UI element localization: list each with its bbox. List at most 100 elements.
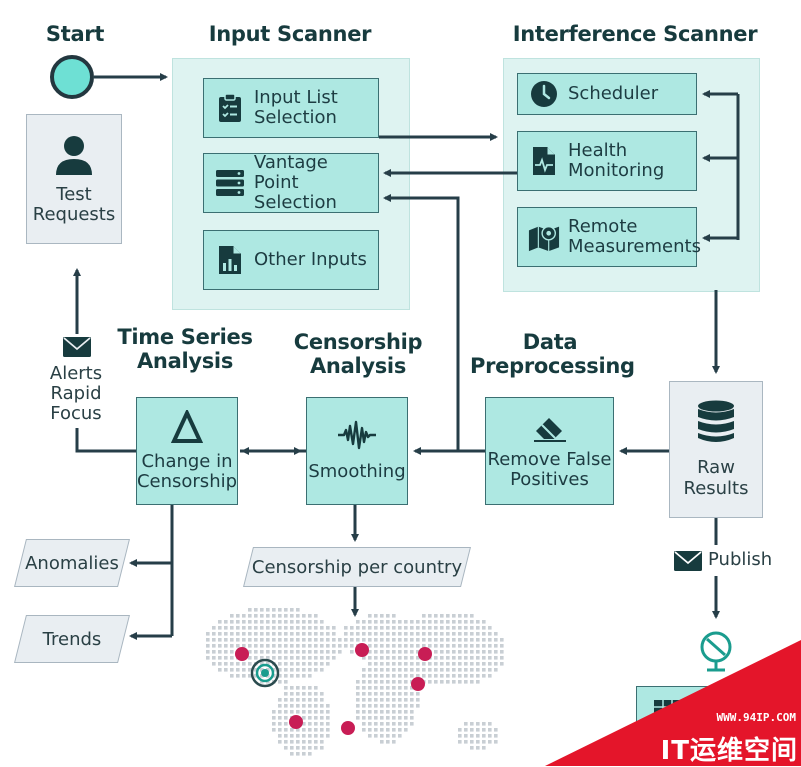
map-dot (368, 698, 372, 702)
anomalies-label: Anomalies (25, 552, 119, 574)
map-dot (362, 680, 366, 684)
input-list-selection-label: Input List Selection (254, 87, 338, 128)
map-dot (458, 650, 462, 654)
map-marker (418, 647, 432, 661)
map-dot (500, 650, 504, 654)
map-dot (488, 728, 492, 732)
map-dot (428, 626, 432, 630)
map-dot (398, 650, 402, 654)
map-dot (224, 650, 228, 654)
map-dot (266, 638, 270, 642)
map-dot (314, 716, 318, 720)
map-dot (404, 650, 408, 654)
map-dot (398, 692, 402, 696)
map-dot (362, 656, 366, 660)
map-dot (326, 728, 330, 732)
map-dot (344, 644, 348, 648)
map-dot (224, 662, 228, 666)
map-dot (254, 614, 258, 618)
raw-results-label: Raw Results (683, 457, 749, 499)
change-in-censorship-label: Change in Censorship (136, 450, 238, 492)
map-dot (272, 614, 276, 618)
map-dot (392, 626, 396, 630)
map-dot (386, 740, 390, 744)
map-dot (392, 704, 396, 708)
map-dot (374, 680, 378, 684)
map-dot (494, 662, 498, 666)
map-dot (242, 638, 246, 642)
map-dot (296, 638, 300, 642)
map-dot (308, 734, 312, 738)
map-dot (356, 626, 360, 630)
map-dot (410, 644, 414, 648)
map-dot (476, 650, 480, 654)
map-dot (278, 620, 282, 624)
map-dot (458, 632, 462, 636)
map-dot (236, 674, 240, 678)
map-dot (242, 626, 246, 630)
map-dot (254, 632, 258, 636)
map-dot (308, 638, 312, 642)
map-dot (302, 698, 306, 702)
map-dot (242, 644, 246, 648)
map-dot (440, 650, 444, 654)
interference-scanner-title: Interference Scanner (512, 22, 758, 46)
map-dot (398, 638, 402, 642)
map-dot (314, 698, 318, 702)
map-dot (416, 668, 420, 672)
map-dot (410, 716, 414, 720)
map-dot (494, 644, 498, 648)
map-dot (446, 644, 450, 648)
map-dot (302, 728, 306, 732)
map-dot (278, 674, 282, 678)
map-dot (440, 614, 444, 618)
map-dot (290, 752, 294, 756)
map-dot (332, 644, 336, 648)
map-dot (296, 626, 300, 630)
map-dot (380, 686, 384, 690)
map-dot (428, 614, 432, 618)
map-dot (464, 680, 468, 684)
map-dot (284, 626, 288, 630)
map-dot (458, 668, 462, 672)
map-dot (272, 650, 276, 654)
map-dot (464, 638, 468, 642)
map-dot (284, 734, 288, 738)
map-dot (428, 668, 432, 672)
remove-false-positives-box: Remove False Positives (485, 397, 614, 505)
map-dot (488, 632, 492, 636)
map-dot (446, 656, 450, 660)
map-dot (392, 656, 396, 660)
map-dot (386, 656, 390, 660)
clipboard-list-icon (219, 93, 241, 122)
map-dot (284, 674, 288, 678)
map-dot (254, 626, 258, 630)
test-requests-label: Test Requests (32, 183, 116, 225)
map-dot (488, 734, 492, 738)
map-dot (470, 632, 474, 636)
map-dot (416, 692, 420, 696)
map-dot (320, 656, 324, 660)
map-dot (410, 626, 414, 630)
map-dot (356, 692, 360, 696)
map-dot (260, 626, 264, 630)
map-dot (230, 638, 234, 642)
map-dot (386, 722, 390, 726)
map-dot (476, 638, 480, 642)
map-dot (290, 710, 294, 714)
map-dot (326, 704, 330, 708)
map-dot (398, 674, 402, 678)
map-dot (272, 608, 276, 612)
map-dot (296, 728, 300, 732)
map-dot (392, 710, 396, 714)
map-dot (320, 722, 324, 726)
map-marker (411, 677, 425, 691)
map-dot (308, 632, 312, 636)
map-dot (398, 716, 402, 720)
map-dot (446, 650, 450, 654)
map-dot (272, 644, 276, 648)
map-dot (494, 734, 498, 738)
map-dot (320, 698, 324, 702)
map-dot (368, 704, 372, 708)
